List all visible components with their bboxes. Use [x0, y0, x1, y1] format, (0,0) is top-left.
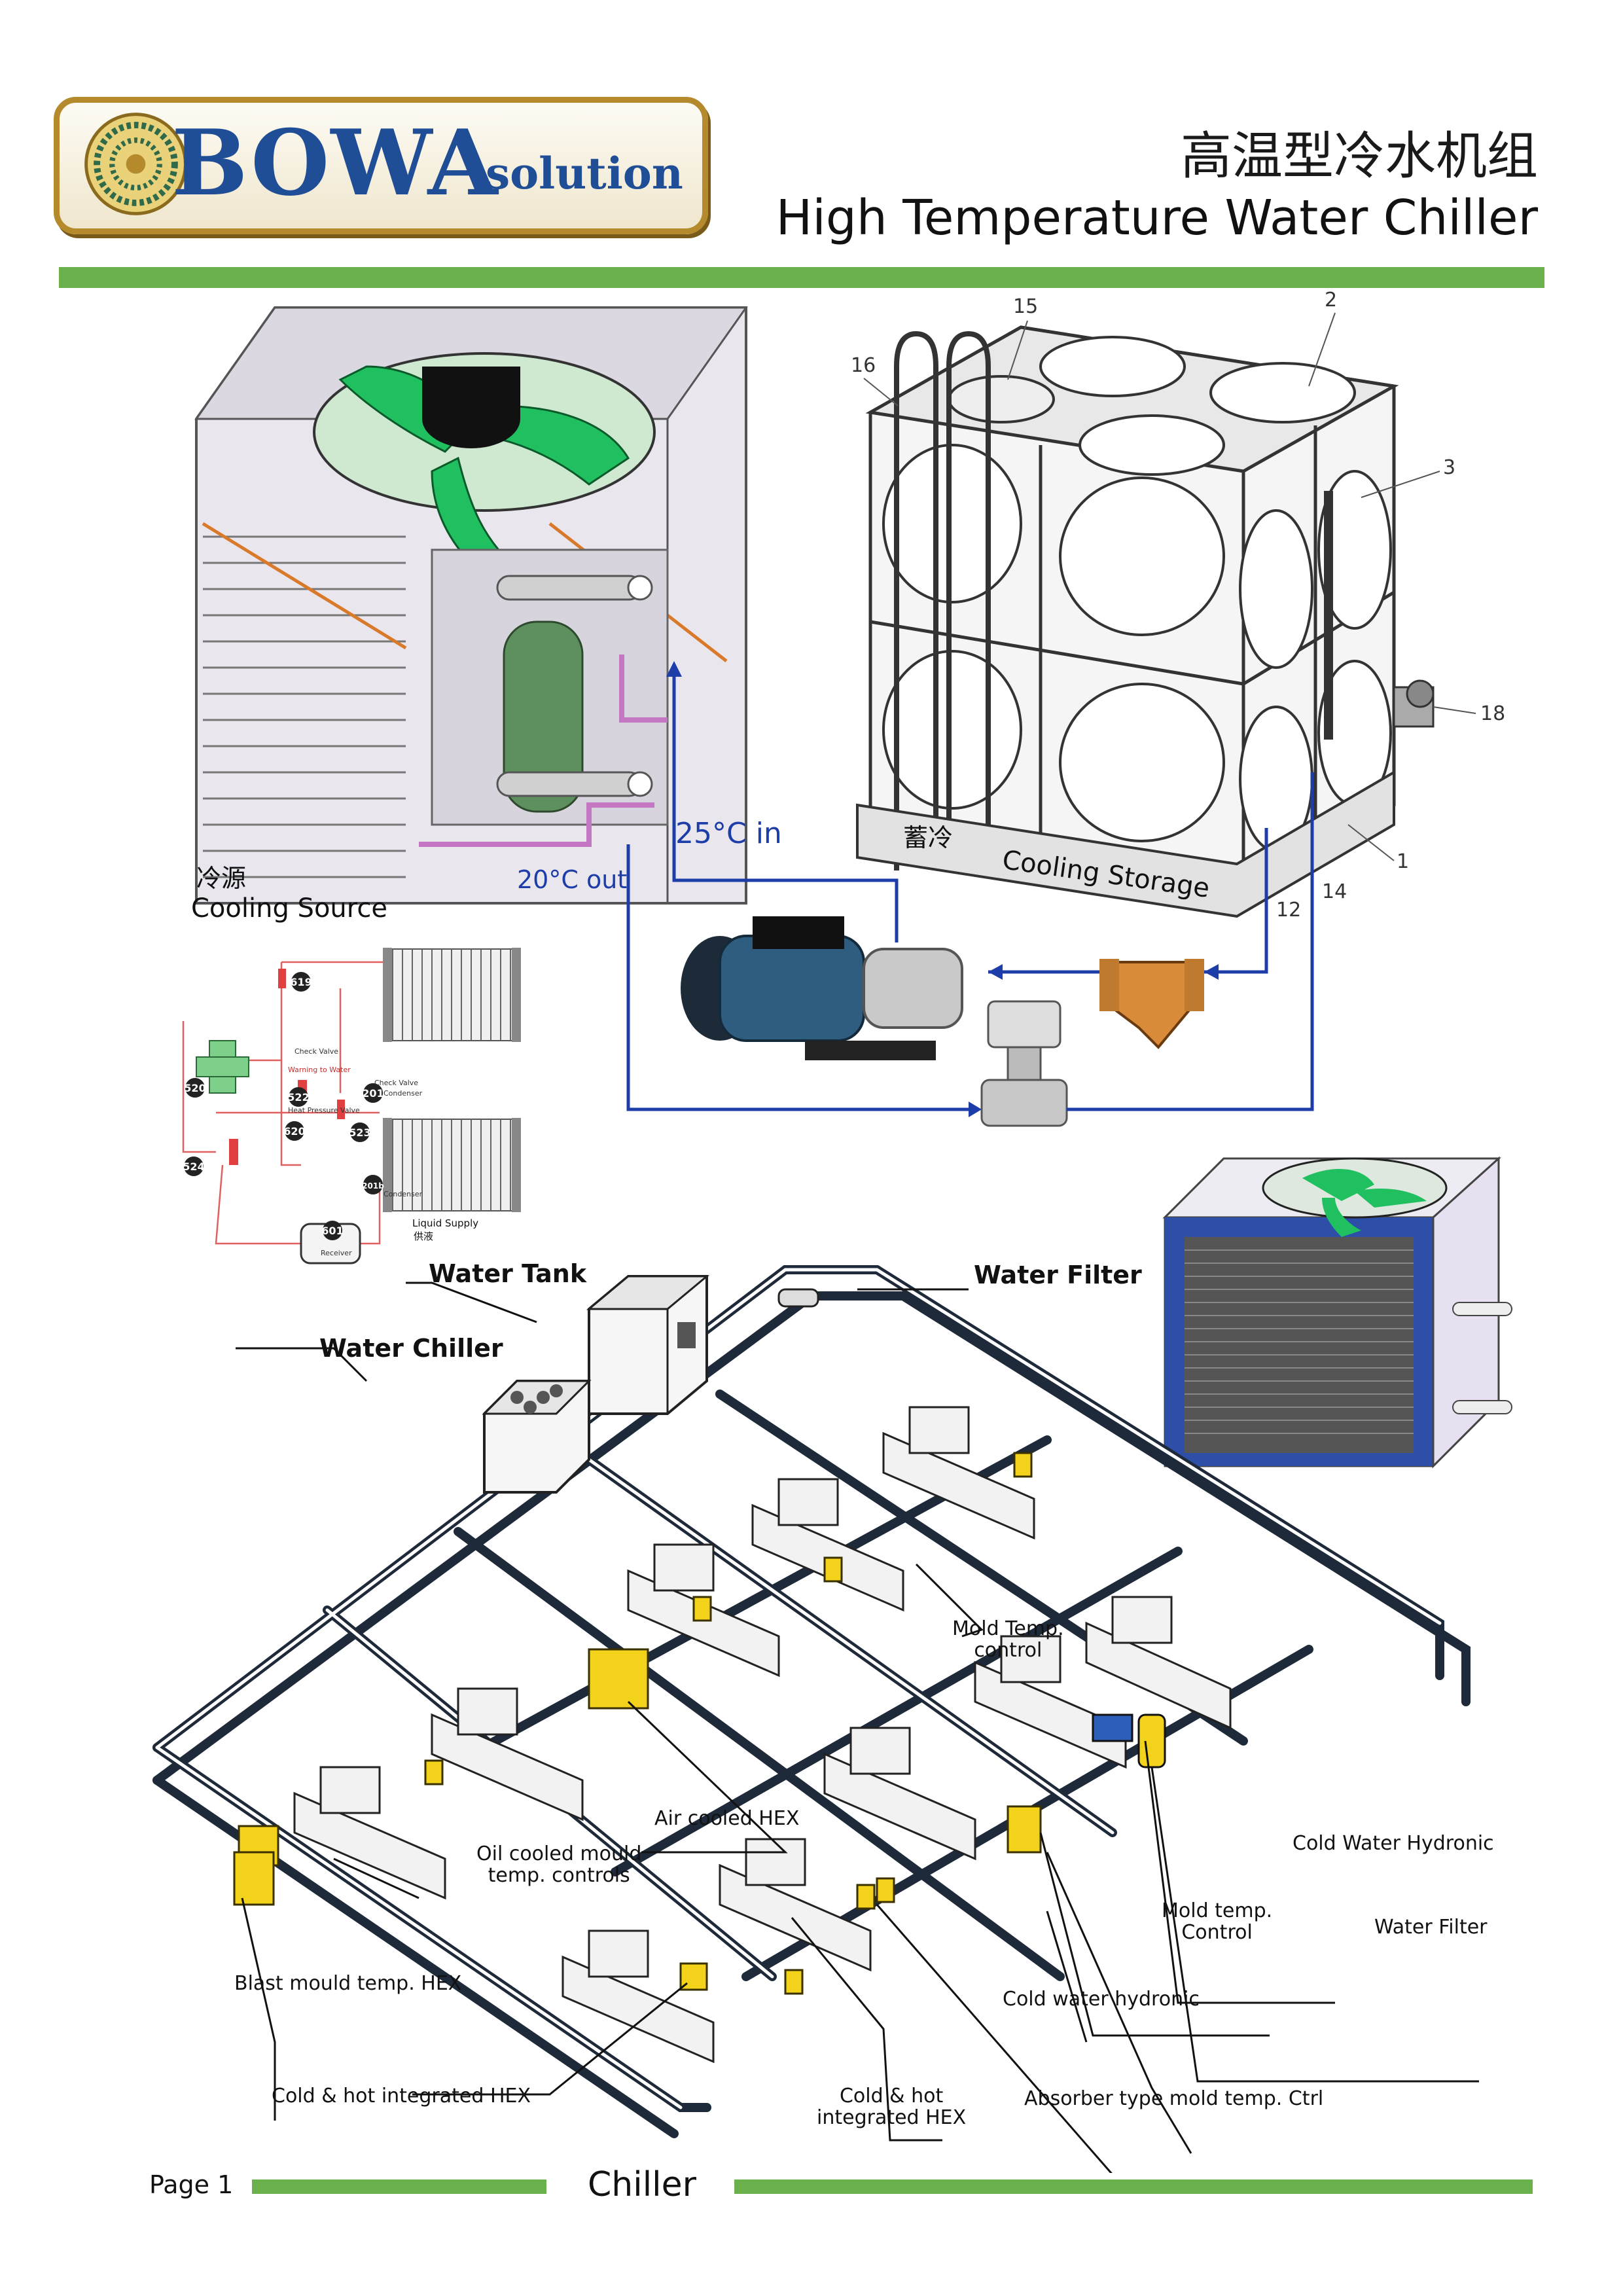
chiller-unit-render — [1162, 1156, 1512, 1469]
check-valve-top-label: Check Valve — [294, 1047, 338, 1056]
page-title: High Temperature Water Chiller — [776, 190, 1538, 246]
receiver-label: Receiver — [321, 1249, 352, 1257]
footer-section-title: Chiller — [588, 2165, 696, 2204]
y-strainer — [1099, 959, 1204, 1049]
cooling-source-label: Cooling Source — [191, 893, 387, 924]
node-524: 524 — [183, 1160, 204, 1173]
node-201b: 201b — [362, 1181, 384, 1191]
condenser-coil-top — [383, 948, 521, 1042]
header-divider — [59, 267, 1544, 288]
mold-temp-control-2-label: Mold temp. Control — [1162, 1899, 1273, 1944]
callout-14: 14 — [1322, 880, 1347, 903]
page-title-chinese: 高温型冷水机组 — [1180, 127, 1538, 186]
plant-piping-diagram — [152, 1265, 1479, 2173]
callout-12: 12 — [1276, 899, 1301, 922]
refrigerant-circuit-schematic: 619 520 201 201b 522 523 620 524 601 Che… — [182, 948, 521, 1265]
water-tank-label: Water Tank — [429, 1259, 587, 1288]
cold-hot-integrated-mid-label: Cold & hot integrated HEX — [817, 2085, 967, 2129]
blast-mould-hex-label: Blast mould temp. HEX — [234, 1972, 462, 1995]
cold-water-hydronic-unit — [1092, 1713, 1133, 1742]
page-number: Page 1 — [149, 2170, 234, 2199]
storage-chinese-label: 蓄冷 — [903, 823, 954, 852]
node-523: 523 — [349, 1126, 370, 1139]
node-619: 619 — [290, 976, 312, 988]
check-valve-side-label: Check Valve — [374, 1079, 418, 1087]
circulation-pump — [681, 916, 963, 1060]
water-filter-top-label: Water Filter — [974, 1261, 1142, 1289]
liquid-supply-chinese-label: 供液 — [414, 1230, 433, 1242]
flow-meter — [980, 1000, 1068, 1127]
inlet-temperature-label: 25°C in — [675, 817, 782, 850]
node-620: 620 — [283, 1125, 305, 1138]
footer-bar-right — [734, 2179, 1533, 2194]
callout-3: 3 — [1443, 456, 1455, 479]
water-tank-box — [586, 1275, 710, 1415]
outlet-temperature-label: 20°C out — [517, 865, 628, 894]
warning-label: Warning to Water — [288, 1066, 351, 1074]
footer-bar-left — [252, 2179, 546, 2194]
node-520: 520 — [184, 1082, 205, 1094]
node-601: 601 — [321, 1225, 343, 1237]
air-cooled-hex-label: Air cooled HEX — [654, 1807, 800, 1830]
mold-temp-control-label: Mold Temp. control — [952, 1617, 1064, 1662]
callout-16: 16 — [851, 354, 876, 377]
callout-2: 2 — [1325, 289, 1337, 312]
node-522: 522 — [287, 1091, 309, 1103]
cooling-storage-tank — [856, 325, 1435, 918]
liquid-supply-label: Liquid Supply — [412, 1217, 478, 1229]
cold-water-hydronic-low-label: Cold water hydronic — [1003, 1988, 1200, 2011]
callout-18: 18 — [1480, 702, 1505, 725]
condenser-top-label: Condenser — [383, 1089, 423, 1098]
water-filter-inline — [777, 1288, 819, 1308]
cold-hot-integrated-left-label: Cold & hot integrated HEX — [272, 2085, 531, 2108]
brand-suffix: solution — [486, 148, 683, 199]
water-chiller-label: Water Chiller — [319, 1334, 503, 1363]
water-chiller-box — [482, 1380, 592, 1494]
air-cooled-chiller-unit — [194, 306, 748, 905]
brand-emblem-icon — [84, 113, 187, 215]
absorber-type-label: Absorber type mold temp. Ctrl — [1024, 2087, 1324, 2110]
brand-name: BOWA — [171, 109, 499, 216]
node-201: 201 — [362, 1087, 383, 1100]
four-way-valve — [196, 1040, 249, 1094]
condenser-bottom-label: Condenser — [383, 1190, 423, 1198]
cooling-source-chinese-label: 冷源 — [196, 864, 247, 893]
oil-cooled-mould-label: Oil cooled mould temp. controls — [476, 1842, 642, 1887]
cold-water-hydronic-right-label: Cold Water Hydronic — [1293, 1832, 1494, 1855]
chiller-cooling-loop-illustration: 15 2 16 3 18 1 12 14 — [194, 289, 1505, 1127]
heat-pressure-valve-label: Heat Pressure Valve — [288, 1106, 360, 1115]
water-filter-right-label: Water Filter — [1374, 1916, 1488, 1939]
callout-1: 1 — [1397, 850, 1409, 873]
callout-15: 15 — [1013, 295, 1038, 318]
condenser-coil-bottom — [383, 1118, 521, 1212]
